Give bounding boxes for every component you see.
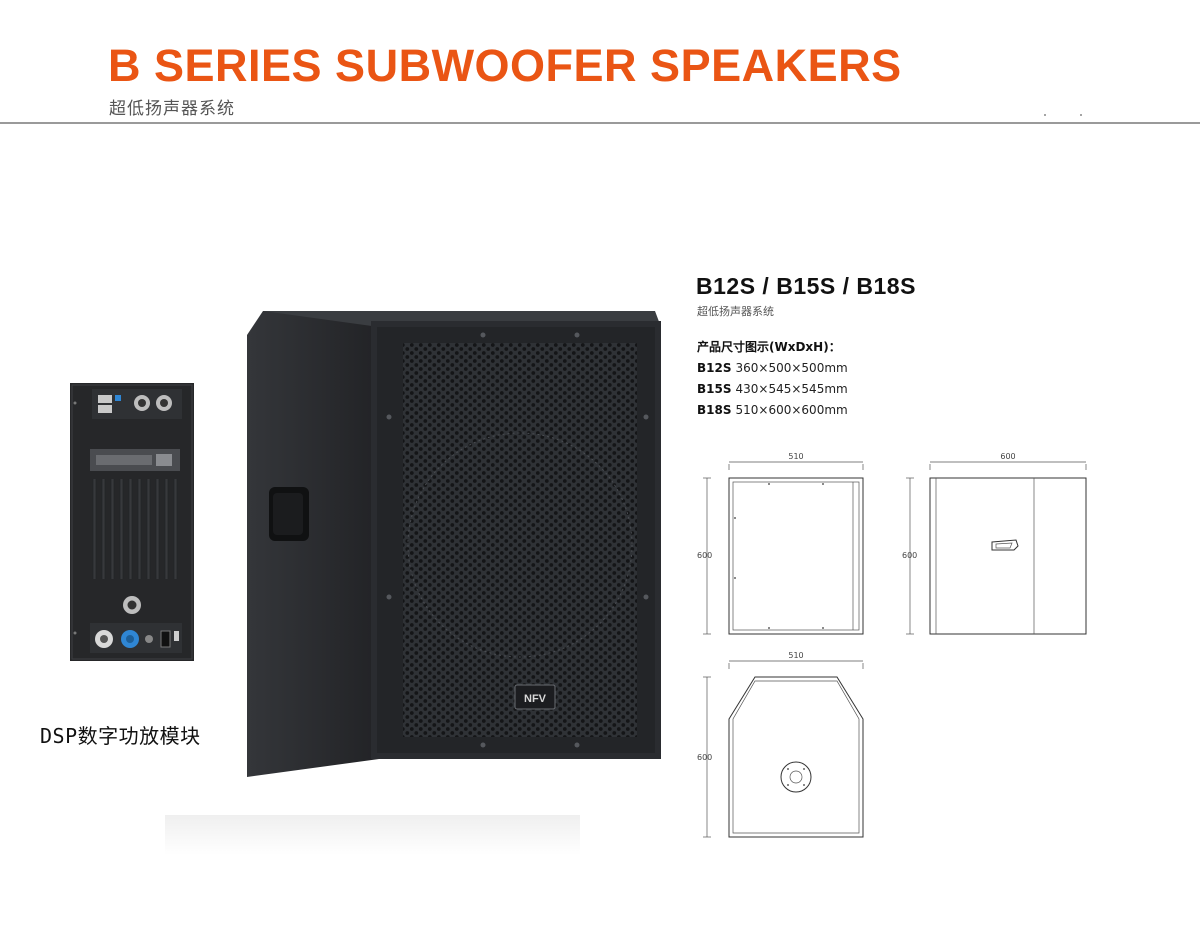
- dimension-size: 360×500×500mm: [735, 361, 848, 375]
- dsp-amp-module-caption: DSP数字功放模块: [40, 724, 201, 748]
- dimension-model: B12S: [697, 361, 732, 375]
- floor-reflection: [165, 815, 580, 855]
- dimensions-heading: 产品尺寸图示(WxDxH)：: [697, 340, 841, 354]
- models-subtitle: 超低扬声器系统: [697, 305, 774, 318]
- front-view-drawing: 510 600: [695, 448, 875, 643]
- dsp-amp-module-image: [70, 383, 194, 665]
- decor-dot: [1044, 114, 1046, 116]
- top-width-label: 510: [788, 651, 803, 660]
- page-subtitle: 超低扬声器系统: [109, 99, 235, 119]
- front-height-label: 600: [697, 551, 712, 560]
- dimension-size: 430×545×545mm: [735, 382, 848, 396]
- top-view-drawing: 510 600: [695, 649, 875, 844]
- speaker-logo: NFV: [524, 693, 547, 705]
- models-title: B12S / B15S / B18S: [696, 273, 916, 299]
- decor-dot: [1080, 114, 1082, 116]
- side-view-drawing: 600 600: [900, 448, 1090, 643]
- header-divider: [0, 122, 1200, 124]
- page-title: B SERIES SUBWOOFER SPEAKERS: [108, 40, 902, 91]
- subwoofer-speaker-image: NFV: [243, 307, 663, 793]
- dimension-size: 510×600×600mm: [735, 403, 848, 417]
- top-height-label: 600: [697, 753, 712, 762]
- front-width-label: 510: [788, 452, 803, 461]
- side-height-label: 600: [902, 551, 917, 560]
- dimension-model: B15S: [697, 382, 732, 396]
- dimension-model: B18S: [697, 403, 732, 417]
- side-width-label: 600: [1000, 452, 1015, 461]
